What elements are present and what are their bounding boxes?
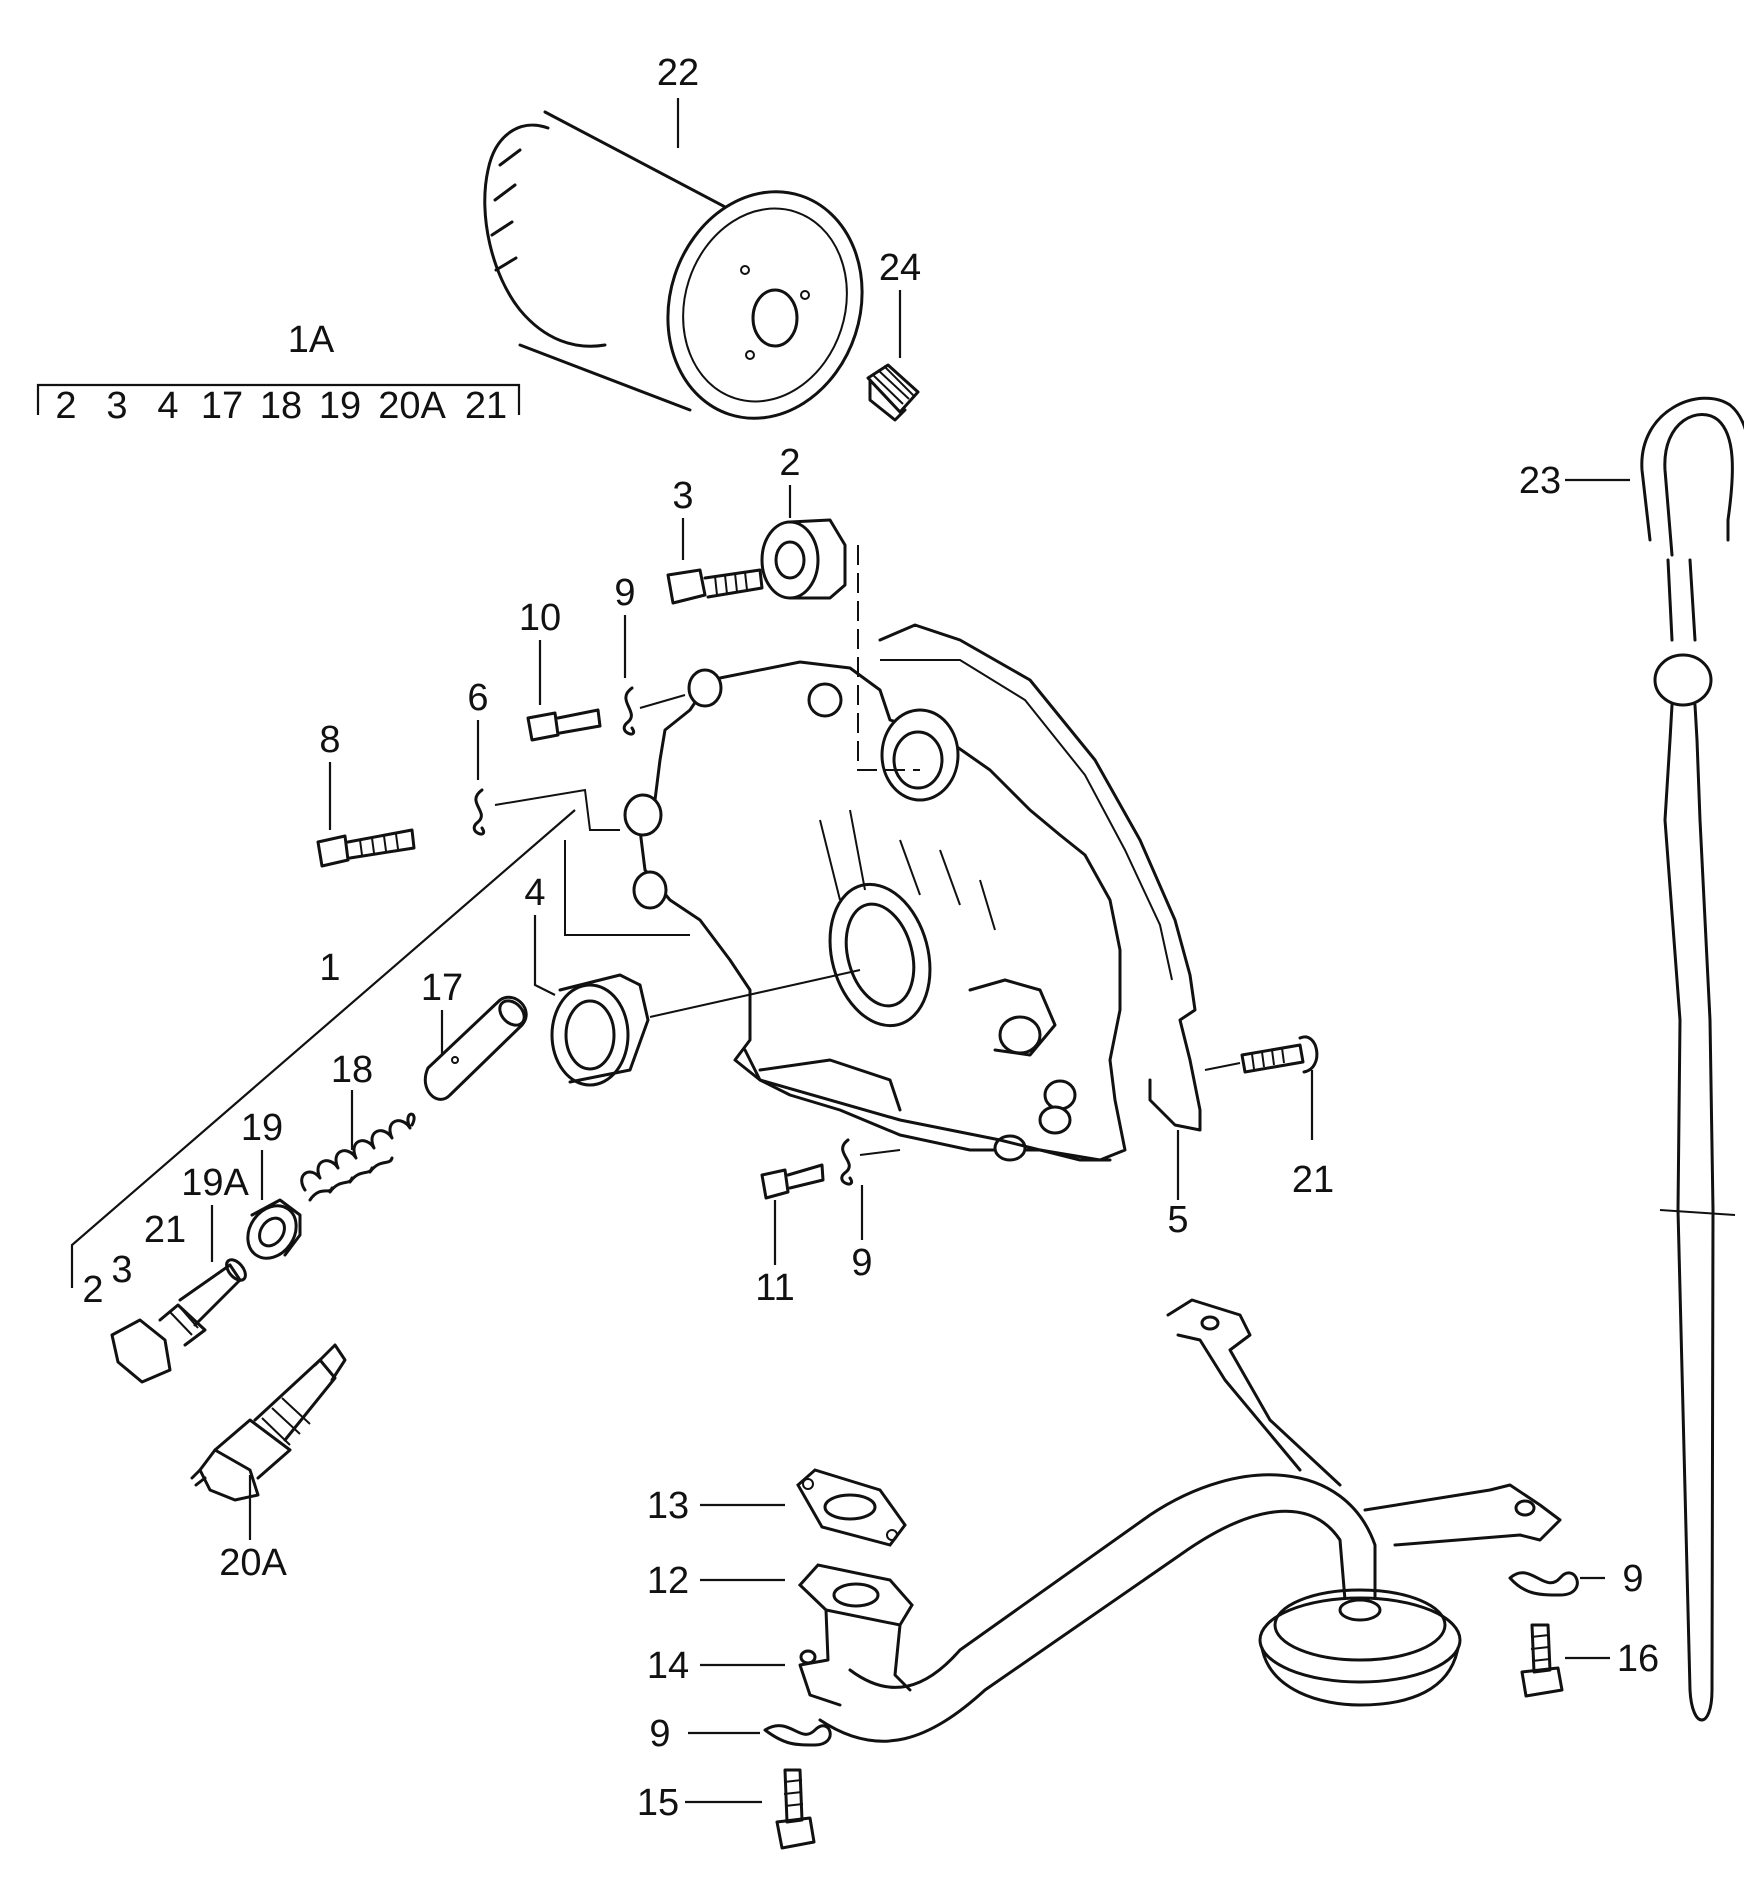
- label-3-left: 3: [111, 1249, 132, 1291]
- oil-filter: [483, 110, 864, 420]
- pump-bolt-3: [666, 568, 764, 605]
- relief-piston-17: [423, 995, 528, 1101]
- kit-item-2: 2: [55, 385, 76, 427]
- label-1a: 1A: [288, 319, 335, 361]
- label-3-pump: 3: [672, 475, 693, 517]
- label-8: 8: [319, 719, 340, 761]
- shaft-seal: [550, 973, 650, 1087]
- label-6: 6: [467, 677, 488, 719]
- label-9-mid: 9: [851, 1242, 872, 1284]
- label-13: 13: [647, 1485, 689, 1527]
- oil-pickup-tube: [797, 1298, 1562, 1743]
- label-16: 16: [1617, 1638, 1659, 1680]
- leader-4: [533, 915, 556, 996]
- washer-9-top: [622, 686, 636, 736]
- kit-item-17: 17: [201, 385, 243, 427]
- kit-item-3: 3: [106, 385, 127, 427]
- label-20a: 20A: [219, 1542, 287, 1584]
- label-12: 12: [647, 1560, 689, 1602]
- dipstick: [1640, 396, 1744, 1722]
- label-9-right: 9: [1622, 1558, 1643, 1600]
- washer-9-right: [1508, 1571, 1579, 1597]
- label-11: 11: [755, 1267, 794, 1309]
- kit-item-18: 18: [260, 385, 302, 427]
- label-19: 19: [241, 1107, 283, 1149]
- label-1: 1: [319, 947, 340, 989]
- label-23: 23: [1519, 460, 1561, 502]
- bolt-8: [316, 828, 416, 868]
- label-10: 10: [519, 597, 561, 639]
- bolt-10: [526, 708, 602, 742]
- oil-pressure-sender: [190, 1343, 347, 1502]
- label-9-top: 9: [614, 572, 635, 614]
- relief-plug: [110, 1258, 247, 1384]
- label-21-left: 21: [144, 1209, 186, 1251]
- bolt-11: [760, 1163, 825, 1200]
- label-5: 5: [1167, 1199, 1188, 1241]
- washer-9-mid: [840, 1138, 854, 1186]
- oil-pump-housing: [623, 623, 1202, 1162]
- pump-cap-2: [760, 518, 847, 600]
- bolt-21: [1240, 1035, 1319, 1074]
- threaded-nipple: [866, 363, 920, 422]
- kit-item-19: 19: [319, 385, 361, 427]
- kit-item-21: 21: [465, 385, 507, 427]
- washer-6: [472, 788, 486, 836]
- label-4: 4: [524, 872, 545, 914]
- label-9-bottom: 9: [649, 1713, 670, 1755]
- label-15: 15: [637, 1782, 679, 1824]
- seal-19: [246, 1198, 302, 1260]
- label-17: 17: [421, 967, 463, 1009]
- label-19a: 19A: [181, 1162, 249, 1204]
- label-18: 18: [331, 1049, 373, 1091]
- gasket-13: [796, 1468, 907, 1547]
- bolt-16: [1520, 1623, 1564, 1698]
- label-22: 22: [657, 52, 699, 94]
- kit-item-4: 4: [157, 385, 178, 427]
- washer-9-bottom: [763, 1724, 832, 1747]
- kit-1a-group: 1A 2 3 4 17 18 19 20A 21: [36, 319, 521, 427]
- kit-bracket: [36, 383, 521, 415]
- label-2-left: 2: [82, 1269, 103, 1311]
- label-21: 21: [1292, 1159, 1334, 1201]
- bolt-15: [775, 1768, 816, 1850]
- label-14: 14: [647, 1645, 689, 1687]
- leader-1: [70, 809, 576, 1288]
- label-24: 24: [879, 247, 921, 289]
- label-2-pump: 2: [779, 442, 800, 484]
- spring-18: [300, 1112, 416, 1202]
- kit-item-20a: 20A: [378, 385, 446, 427]
